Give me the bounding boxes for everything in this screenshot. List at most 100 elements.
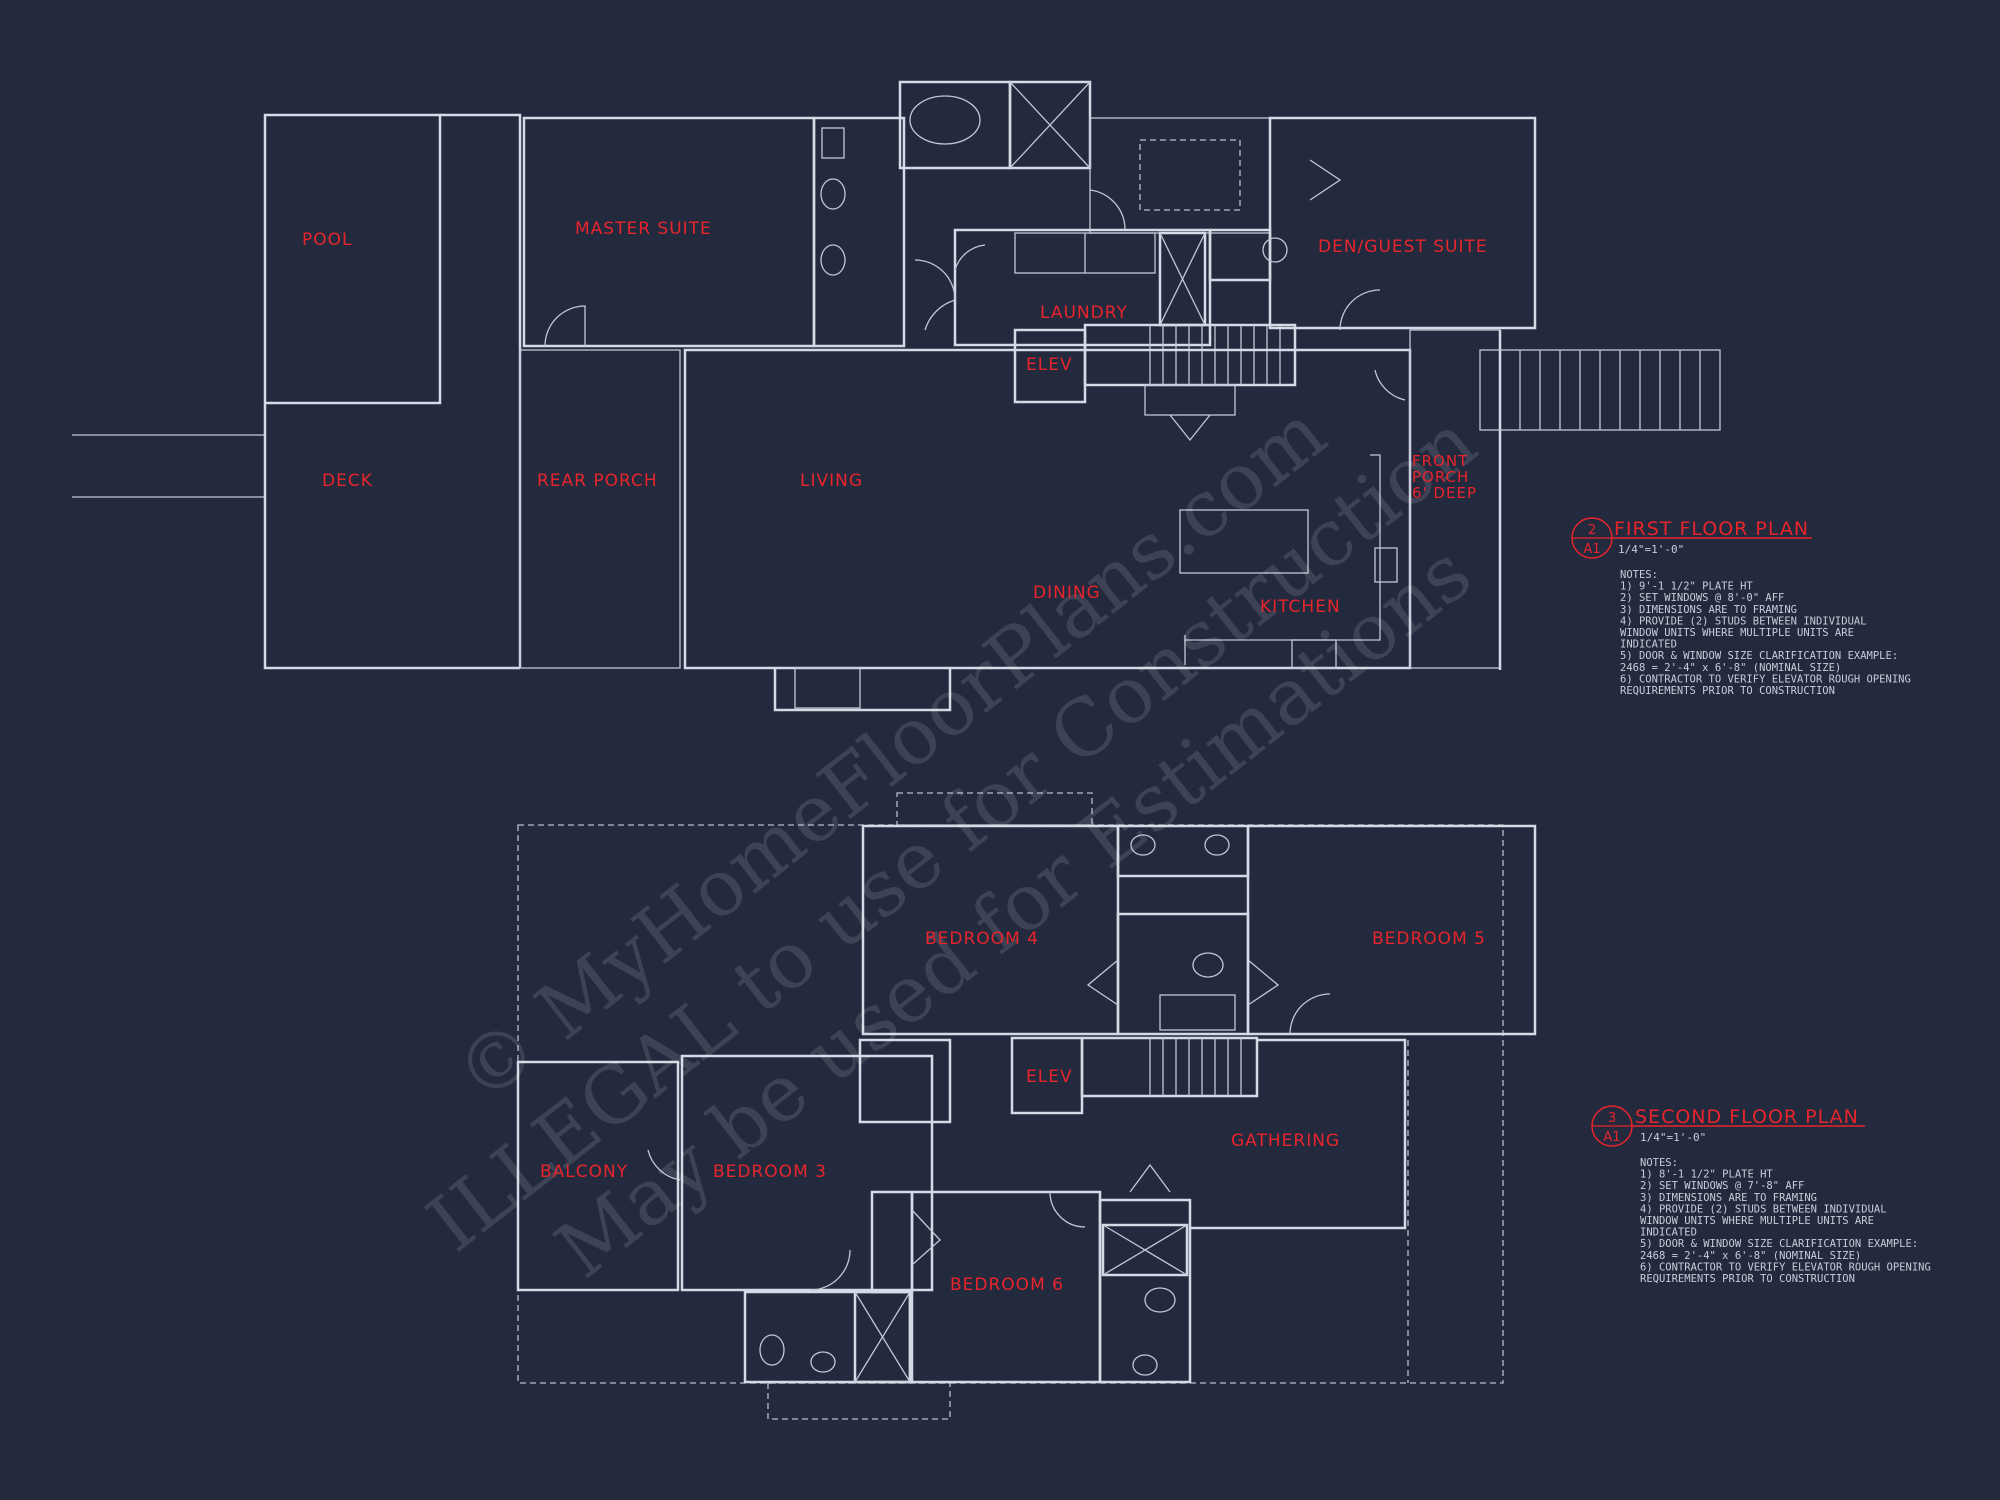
double-door-swing [1129,1163,1171,1193]
room-label-den-guest-suite: DEN/GUEST SUITE [1318,237,1488,257]
closet-door-swing [1086,959,1119,1006]
plan-scale: 1/4"=1'-0" [1640,1131,1706,1144]
note-line: REQUIREMENTS PRIOR TO CONSTRUCTION [1640,1273,1855,1285]
toilet [821,127,845,159]
laundry-walls [953,228,1212,347]
tub-alcove [898,80,1012,170]
sink [820,244,846,276]
double-door-swing [1169,414,1211,442]
room-label-front-porch-2: PORCH [1412,468,1469,486]
room-label-front-porch-3: 6' DEEP [1412,484,1477,502]
door-swing [809,1249,851,1291]
shower-line [854,1291,911,1383]
stair-outline [1080,1036,1259,1098]
note-line: 5) DOOR & WINDOW SIZE CLARIFICATION EXAM… [1620,650,1898,662]
fireplace-hearth [794,667,861,709]
gathering-walls [1190,1038,1407,1230]
note-line: 6) CONTRACTOR TO VERIFY ELEVATOR ROUGH O… [1640,1261,1931,1273]
note-line: 5) DOOR & WINDOW SIZE CLARIFICATION EXAM… [1640,1238,1918,1250]
room-label-balcony: BALCONY [540,1162,628,1182]
note-line: NOTES: [1640,1157,1678,1169]
door-swing [914,259,956,301]
door-swing [1089,189,1126,231]
walk-in-closet [1089,117,1271,234]
pool-outline [263,113,442,405]
watermark: © MyHomeFloorPlans.com ILLEGAL to use fo… [412,388,1493,1296]
detail-number: 2 [1588,523,1596,538]
plan-title-first-floor: FIRST FLOOR PLAN [1614,518,1809,540]
shower-drain-line [1009,81,1091,169]
toilet [1192,952,1224,978]
note-line: INDICATED [1640,1227,1697,1239]
bathtub [909,95,981,145]
plan-scale: 1/4"=1'-0" [1618,543,1684,556]
first-floor-title-block: 2 A1 FIRST FLOOR PLAN 1/4"=1'-0" NOTES:1… [1571,517,1911,697]
note-line: NOTES: [1620,569,1658,581]
door-swing [1374,369,1406,401]
closet-shelving [1139,139,1241,211]
note-line: 2) SET WINDOWS @ 8'-0" AFF [1620,592,1784,604]
front-bay-dashed [767,1382,951,1420]
note-line: 1) 8'-1 1/2" PLATE HT [1640,1169,1773,1181]
stair-outline [1083,323,1297,387]
plan-title-second-floor: SECOND FLOOR PLAN [1635,1106,1859,1128]
master-bath-walls [812,116,906,348]
room-label-bedroom-5: BEDROOM 5 [1372,929,1486,949]
bedroom-5-walls [1246,824,1537,1036]
deck-rear-wall [440,113,522,668]
bedroom-3-closet [858,1038,952,1124]
room-label-pool: POOL [302,230,352,250]
door-swing [924,299,956,331]
closet-door-swing [1309,159,1342,201]
door-swing [1049,1191,1086,1228]
door-swing [1289,993,1331,1035]
door-swing [544,305,586,347]
door-swing [647,1149,681,1181]
shower-line [1159,232,1206,326]
fireplace-bump [773,668,952,712]
sink [1262,237,1288,263]
note-line: REQUIREMENTS PRIOR TO CONSTRUCTION [1620,685,1835,697]
note-line: 6) CONTRACTOR TO VERIFY ELEVATOR ROUGH O… [1620,673,1911,685]
deck-outline [263,403,520,670]
stair-treads [1149,325,1281,385]
room-label-bedroom-6: BEDROOM 6 [950,1275,1064,1295]
room-label-laundry: LAUNDRY [1040,303,1128,323]
bedroom-3-walls [680,1054,934,1292]
detail-number: 3 [1608,1111,1616,1126]
bath-6-shower [1101,1223,1189,1277]
bedroom-6-closet [870,1190,914,1294]
room-label-dining: DINING [1033,583,1101,603]
bathtub [1159,994,1236,1031]
note-line: 2468 = 2'-4" x 6'-8" (NOMINAL SIZE) [1620,662,1841,674]
note-line: 2) SET WINDOWS @ 7'-8" AFF [1640,1180,1804,1192]
note-line: 1) 9'-1 1/2" PLATE HT [1620,581,1753,593]
sink [820,178,846,210]
note-line: WINDOW UNITS WHERE MULTIPLE UNITS ARE [1640,1215,1874,1227]
second-floor-plan [516,792,1537,1420]
room-label-elevator-2: ELEV [1026,1067,1073,1087]
notes-first-floor: NOTES:1) 9'-1 1/2" PLATE HT2) SET WINDOW… [1620,569,1911,697]
cooktop [1291,639,1337,669]
door-swing [1339,289,1381,331]
note-line: 3) DIMENSIONS ARE TO FRAMING [1640,1192,1817,1204]
room-label-bedroom-4: BEDROOM 4 [925,929,1039,949]
jack-jill-bath [1116,912,1250,1036]
note-line: 4) PROVIDE (2) STUDS BETWEEN INDIVIDUAL [1620,615,1867,627]
toilet [759,1334,785,1366]
room-label-kitchen: KITCHEN [1260,597,1341,617]
first-floor-plan [72,80,1721,712]
coat-closet [1144,384,1236,416]
room-label-gathering: GATHERING [1231,1131,1340,1151]
sink [810,1351,836,1373]
room-label-master-suite: MASTER SUITE [575,219,712,239]
room-label-deck: DECK [322,471,373,491]
kitchen-sink [1374,547,1398,583]
room-label-rear-porch: REAR PORCH [537,471,658,491]
room-label-elevator: ELEV [1026,355,1073,375]
step-treads [1519,350,1701,430]
sink [1130,834,1156,856]
sink [1204,834,1230,856]
